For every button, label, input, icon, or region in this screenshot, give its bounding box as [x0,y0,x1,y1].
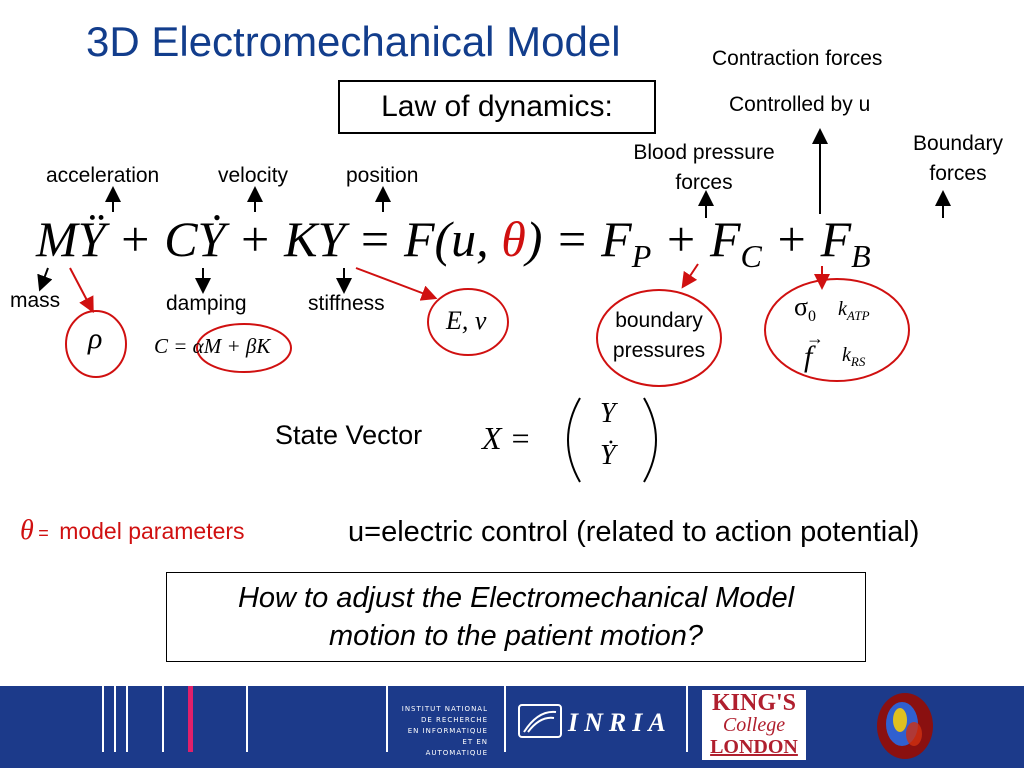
inria-line: ET EN AUTOMATIQUE [425,738,488,757]
state-vector-label: State Vector [275,420,423,450]
contraction-params-circle [764,278,910,382]
position-label: position [346,164,419,187]
damping-label: damping [166,292,247,315]
blood-pressure-label-2: forces [675,171,733,194]
equation-sub-p: P [631,238,652,274]
equation-sub-c: C [740,238,762,274]
footer-divider [386,686,388,752]
inria-line: INSTITUT NATIONAL [401,705,488,713]
equation-fb: + F [761,211,852,267]
footer-divider [246,686,248,752]
theta-definition: θ = model parameters [20,515,245,547]
state-vector-bottom: Ẏ [600,440,616,471]
state-vector-top: Y [600,398,616,429]
inria-line: EN INFORMATIQUE [407,727,488,735]
u-control-text: u=electric control (related to action po… [348,516,920,548]
equation-sub-b: B [851,238,871,274]
question-line-2: motion to the patient motion? [328,620,703,652]
contraction-forces-label: Contraction forces [712,47,883,70]
acceleration-label: acceleration [46,164,160,187]
equation-theta: θ [501,211,526,267]
boundary-forces-label-1: Boundary [913,132,1003,155]
equation-lhs: MŸ + CẎ + KY = F(u, [36,211,502,267]
state-vector-right-paren [643,397,657,483]
footer-divider [102,686,104,752]
inria-logo-icon [518,704,562,738]
damping-circle [196,323,292,373]
sigma-sub: 0 [808,308,817,326]
footer-divider [114,686,116,752]
dynamics-equation: MŸ + CẎ + KY = F(u, θ) = FP + FC + FB [36,210,871,275]
fvec-char: f [804,340,813,373]
boundary-forces-label-2: forces [929,162,987,185]
state-vector-left-paren [567,397,581,483]
krs-char: k [842,344,851,366]
boundary-pressures-label-2: pressures [612,339,706,362]
mass-arrow [37,267,53,292]
footer-divider [504,686,506,752]
boundary-pressures-circle [596,289,722,387]
blood-pressure-label-1: Blood pressure [633,141,775,164]
katp-symbol: kATP [838,298,870,324]
young-arrow [355,267,438,301]
young-circle [427,288,509,356]
footer-bar: INSTITUT NATIONAL DE RECHERCHE EN INFORM… [0,686,1024,768]
theta-equals: = [38,523,49,543]
law-of-dynamics-box: Law of dynamics: [338,80,656,134]
krs-symbol: kRS [842,344,865,370]
slide-title: 3D Electromechanical Model [86,18,621,65]
inria-logo-text: INRIA [568,708,672,737]
kcl-line-1: KING'S [711,690,797,716]
sigma-symbol: σ0 [794,292,816,326]
rho-circle [65,310,127,378]
equation-fp: ) = F [525,211,632,267]
sigma-char: σ [794,292,809,321]
f-vector-symbol: →f [804,328,824,374]
katp-sub: ATP [846,308,870,323]
controlled-by-u-label: Controlled by u [729,93,871,116]
vector-arrow-icon: → [806,328,824,348]
question-line-1: How to adjust the Electromechanical Mode… [237,582,795,614]
inria-line: DE RECHERCHE [421,716,488,724]
theta-text: model parameters [59,518,245,544]
mass-label: mass [10,289,61,312]
kcl-line-3: LONDON [710,736,798,758]
rho-symbol: ρ [88,322,103,355]
kings-college-logo: KING'S College LONDON [702,690,806,760]
katp-char: k [838,298,847,320]
footer-divider [162,686,164,752]
footer-accent-bar [188,686,193,752]
damping-formula: C = αM + βK [154,334,271,358]
heart-model-icon [870,688,940,762]
rho-arrow [69,267,94,314]
footer-divider [126,686,128,752]
krs-sub: RS [850,354,866,369]
annotation-arrows [37,128,951,483]
theta-symbol: θ [20,515,34,546]
state-vector-lhs: X = [482,420,532,456]
footer-divider [686,686,688,752]
equation-fc: + F [651,211,741,267]
question-box: How to adjust the Electromechanical Mode… [166,572,866,662]
kcl-line-2: College [722,714,786,736]
velocity-label: velocity [218,164,289,187]
young-poisson-symbol: E, ν [446,306,487,335]
stiffness-label: stiffness [308,292,385,315]
pressure-arrow [681,263,699,289]
inria-institute-text: INSTITUT NATIONAL DE RECHERCHE EN INFORM… [400,704,488,759]
boundary-pressures-label-1: boundary [615,309,703,332]
